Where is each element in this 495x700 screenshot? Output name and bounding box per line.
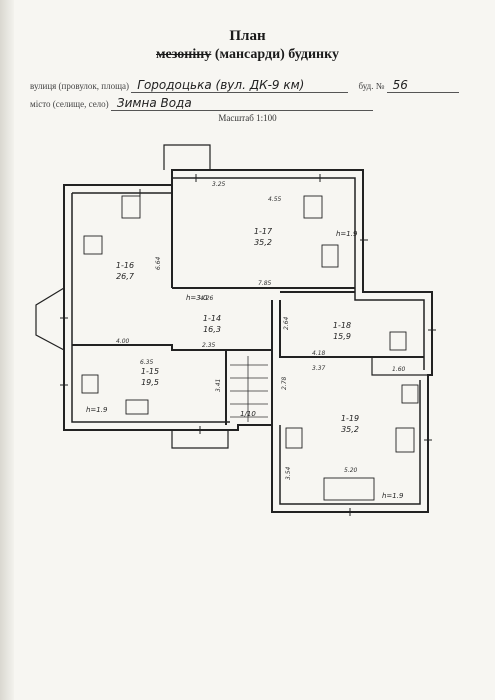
page-edge: [0, 0, 14, 700]
dimension-label: 6.35: [140, 359, 154, 366]
room-area-1-19: 35,2: [341, 425, 359, 434]
dimension-label: 7.85: [258, 280, 272, 287]
dimension-label: 3.25: [212, 181, 226, 188]
street-row: вулиця (провулок, площа) Городоцька (вул…: [30, 78, 459, 93]
room-id-1-18: 1-18: [333, 321, 351, 330]
street-value: Городоцька (вул. ДК-9 км): [131, 78, 349, 93]
room-id-1-15: 1-15: [141, 367, 159, 376]
dimension-label: 3.37: [312, 365, 326, 372]
dimension-label: 5.20: [344, 467, 358, 474]
room-id-1-16: 1-16: [116, 261, 134, 270]
height-label-room-1-14: h=3.0: [186, 294, 208, 302]
dimension-label: 2.35: [202, 342, 216, 349]
city-value: Зимна Вода: [110, 96, 373, 111]
stairs: [230, 356, 268, 422]
street-label: вулиця (провулок, площа): [30, 81, 130, 91]
height-label-room-1-17: h=1.9: [336, 230, 358, 238]
dimension-label: 4.26: [200, 295, 214, 302]
dimension-label: 4.18: [312, 350, 326, 357]
subtitle-text: (мансарди) будинку: [214, 47, 339, 62]
dimension-label: 1.60: [392, 366, 406, 373]
room-area-1-16: 26,7: [116, 272, 135, 281]
document-subtitle: мезоніну (мансарди) будинку: [0, 47, 495, 63]
stairs-label: 1/10: [240, 410, 256, 418]
height-label-room-1-15: h=1.9: [86, 406, 108, 414]
dimension-label: 2.78: [281, 376, 288, 390]
city-label: місто (селище, село): [30, 99, 109, 109]
dimension-label: 2.64: [283, 316, 290, 330]
room-id-1-19: 1-19: [341, 414, 359, 423]
building-value: 56: [386, 78, 459, 93]
room-area-1-17: 35,2: [254, 238, 272, 247]
dimension-label: 3.54: [285, 466, 292, 480]
scale-label: Масштаб 1:100: [218, 113, 277, 123]
room-area-1-18: 15,9: [333, 332, 351, 341]
dimension-label: 6.64: [155, 256, 162, 270]
room-id-1-17: 1-17: [254, 227, 273, 236]
city-row: місто (селище, село) Зимна Вода: [30, 96, 373, 111]
document-title: План: [229, 28, 266, 44]
building-label: буд. №: [358, 81, 385, 91]
dimension-label: 4.55: [268, 196, 282, 203]
dimension-label: 3.41: [215, 379, 222, 392]
room-id-1-14: 1-14: [203, 314, 221, 323]
room-area-1-14: 16,3: [203, 325, 221, 334]
dimension-label: 4.00: [116, 338, 130, 345]
room-area-1-15: 19,5: [141, 378, 159, 387]
height-label-room-1-19: h=1.9: [382, 492, 404, 500]
skylight-symbols: [81, 195, 419, 501]
subtitle-struck-word: мезоніну: [156, 47, 212, 62]
